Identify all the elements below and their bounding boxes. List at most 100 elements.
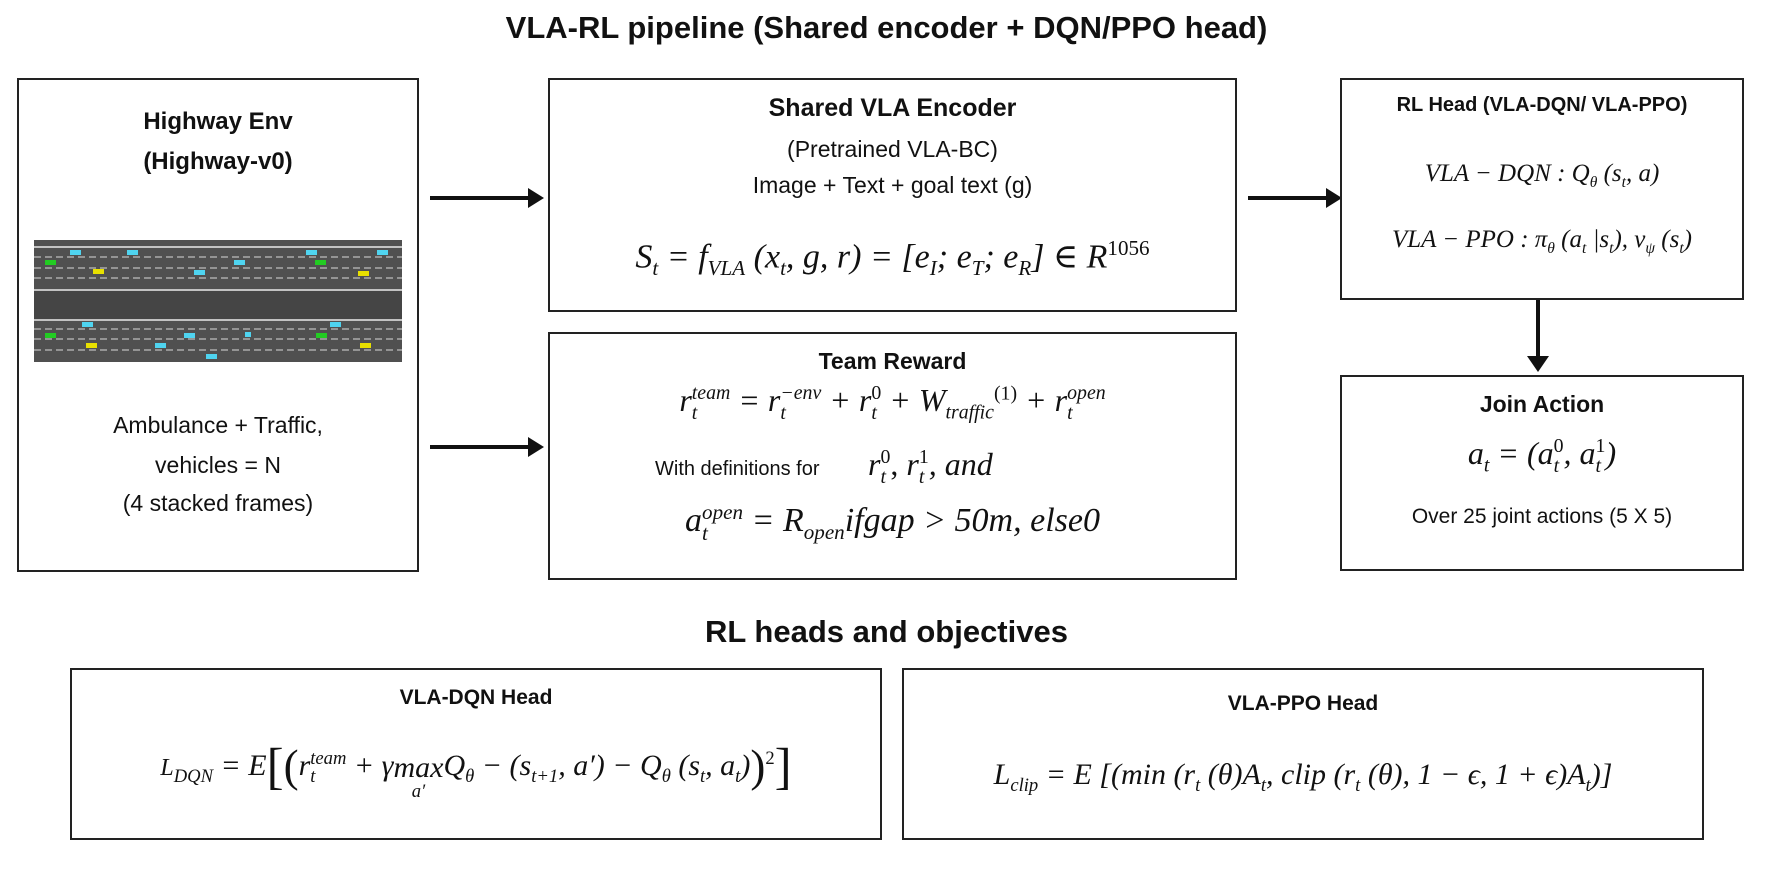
formula-sup: (1): [993, 382, 1018, 405]
formula-sub: t: [1355, 775, 1361, 796]
env-desc-line2: vehicles = N: [155, 452, 281, 478]
vehicle-traffic: [377, 250, 388, 255]
vehicle-traffic: [330, 322, 341, 327]
vehicle-traffic: [245, 332, 251, 337]
env-desc-line3: (4 stacked frames): [122, 490, 314, 516]
formula-sup: −env: [780, 381, 822, 404]
formula-sub: R: [1018, 256, 1032, 281]
arrow-encoder-to-rl-head: [1248, 188, 1342, 208]
env-title-line2: (Highway-v0): [143, 148, 293, 175]
vehicle-traffic: [70, 250, 81, 255]
vehicle-traffic: [194, 270, 205, 275]
vehicle-ambulance: [360, 343, 371, 348]
encoder-formula: St = fVLA (xt, g, r) = [eI; eT; eR] ∈ R1…: [550, 236, 1235, 281]
formula-term: ): [740, 749, 751, 782]
formula-term: |s: [1586, 226, 1610, 253]
formula-term: , g, r) = [e: [785, 238, 930, 276]
formula-sub: T: [971, 256, 984, 281]
formula-term: (s: [1597, 160, 1622, 187]
formula-term: , a: [1563, 435, 1596, 471]
encoder-subtitle: (Pretrained VLA-BC): [787, 136, 998, 162]
formula-term: = R: [743, 502, 804, 539]
vehicle-ambulance: [86, 343, 97, 348]
formula-term: (a: [1554, 226, 1582, 253]
formula-sub: θ: [1547, 240, 1555, 257]
formula-sub: t: [1595, 454, 1602, 477]
formula-term: (s: [670, 749, 700, 782]
vehicle-ego: [45, 260, 56, 265]
formula-sub: t: [1067, 401, 1073, 424]
formula-term: Q: [443, 749, 466, 782]
formula-sub: t: [1679, 240, 1684, 257]
encoder-title: Shared VLA Encoder: [768, 94, 1017, 122]
formula-term: = f: [658, 238, 708, 276]
vehicle-ego: [315, 260, 326, 265]
formula-sub: t: [880, 465, 886, 488]
shared-encoder-box: Shared VLA Encoder (Pretrained VLA-BC) I…: [548, 78, 1237, 312]
formula-term: (θ)A: [1200, 758, 1261, 791]
formula-term: VLA − DQN : Q: [1424, 160, 1590, 187]
vehicle-traffic: [234, 260, 245, 265]
formula-sub: t: [1195, 775, 1201, 796]
joint-action-caption: Over 25 joint actions (5 X 5): [1411, 505, 1673, 528]
median-strip: [34, 291, 402, 319]
formula-sup: 0: [871, 381, 882, 404]
formula-sub: t: [702, 521, 708, 546]
arrow-env-to-encoder: [430, 188, 544, 208]
formula-sub: t: [1621, 174, 1626, 191]
formula-term: = E: [213, 749, 267, 782]
encoder-inputs: Image + Text + goal text (g): [752, 172, 1033, 198]
formula-term: r: [298, 749, 311, 782]
vehicle-traffic: [184, 333, 195, 338]
formula-sub: t: [652, 256, 659, 281]
formula-term: r: [679, 382, 692, 418]
formula-sub: traffic: [945, 401, 994, 424]
formula-term: ; e: [983, 238, 1019, 276]
vehicle-ambulance: [93, 269, 104, 274]
formula-term: = E [(min (r: [1038, 758, 1196, 791]
formula-sup: 0: [1553, 434, 1564, 457]
formula-term: + r: [1017, 382, 1068, 418]
formula-sub: clip: [1010, 775, 1039, 796]
highway-env-box: Highway Env (Highway-v0) Ambulance + Tra…: [17, 78, 419, 572]
formula-term: )]: [1590, 758, 1613, 791]
ppo-definition: VLA − PPO : πθ (at |st), vψ (st): [1342, 226, 1742, 258]
formula-term: ): [1605, 435, 1617, 471]
env-title-line1: Highway Env: [143, 108, 293, 135]
formula-term: + W: [881, 382, 946, 418]
formula-sub: t: [1585, 775, 1591, 796]
vehicle-traffic: [155, 343, 166, 348]
formula-sup: 2: [765, 748, 775, 769]
ppo-loss-formula: Lclip = E [(min (rt (θ)At, clip (rt (θ),…: [904, 758, 1702, 797]
formula-sup: 1056: [1107, 236, 1150, 260]
highway-simulation-image: [34, 240, 402, 362]
formula-term: ; e: [936, 238, 972, 276]
vehicle-traffic: [127, 250, 138, 255]
formula-sub: t: [691, 401, 698, 424]
formula-term: , a′) − Q: [558, 749, 662, 782]
formula-term: ] ∈ R: [1031, 238, 1108, 276]
vehicle-traffic: [82, 322, 93, 327]
formula-term: L: [993, 758, 1011, 791]
formula-sub: θ: [661, 766, 671, 787]
formula-term: + r: [821, 382, 872, 418]
formula-term: a: [685, 502, 703, 539]
formula-term: , a): [1625, 160, 1660, 187]
formula-sub: θ: [465, 766, 475, 787]
formula-term: ), v: [1613, 226, 1646, 253]
formula-term: − (s: [474, 749, 532, 782]
formula-sub: t: [1609, 240, 1614, 257]
arrow-env-to-reward: [430, 437, 544, 457]
formula-sub: θ: [1589, 174, 1598, 191]
formula-sub: t: [700, 766, 706, 787]
objectives-title: RL heads and objectives: [705, 614, 1068, 649]
formula-term: ifgap > 50m, else0: [844, 502, 1100, 539]
formula-sup: 1: [918, 445, 929, 468]
formula-sub: t: [780, 256, 786, 281]
formula-sub: I: [929, 256, 937, 281]
joint-action-title: Join Action: [1479, 391, 1605, 417]
